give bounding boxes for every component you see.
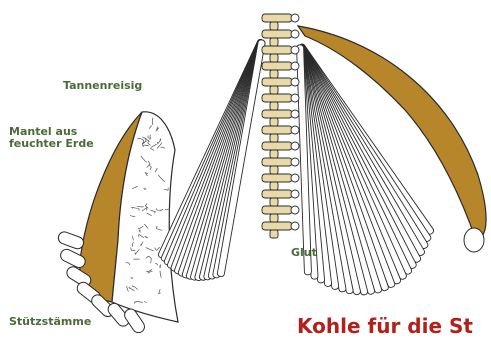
core-log-end-circle — [291, 158, 299, 166]
label-earth-mantle-line2: feuchter Erde — [9, 138, 94, 150]
core-log-end — [270, 166, 278, 174]
label-support-logs: Stützstämme — [9, 316, 91, 328]
core-log-end-circle — [291, 126, 299, 134]
headline: Kohle für die St — [297, 314, 473, 338]
core-log-horizontal — [262, 110, 292, 118]
core-log-horizontal — [262, 94, 292, 102]
core-log-end-circle — [291, 30, 299, 38]
core-log-end-circle — [291, 222, 299, 230]
core-log-horizontal — [262, 222, 292, 230]
core-log-end — [270, 38, 278, 46]
core-log-end-circle — [291, 174, 299, 182]
core-log-end-circle — [291, 14, 299, 22]
core-log-end-circle — [291, 78, 299, 86]
core-log-horizontal — [262, 190, 292, 198]
core-log-horizontal — [262, 14, 292, 22]
core-log-end-circle — [291, 110, 299, 118]
core-log-horizontal — [262, 206, 292, 214]
core-log-horizontal — [262, 158, 292, 166]
label-fir-brushwood: Tannenreisig — [63, 80, 142, 92]
core-log-horizontal — [262, 174, 292, 182]
support-log — [57, 230, 86, 250]
core-log-end — [270, 86, 278, 94]
core-log-end — [270, 198, 278, 206]
core-log-horizontal — [262, 30, 292, 38]
core-log-end-circle — [291, 142, 299, 150]
core-log-end — [270, 182, 278, 190]
core-log-horizontal — [262, 142, 292, 150]
core-log-end-circle — [291, 62, 299, 70]
core-log-end-circle — [291, 94, 299, 102]
core-log-end-circle — [291, 190, 299, 198]
core-log-end — [270, 70, 278, 78]
label-embers: Glut — [291, 247, 317, 259]
core-log-horizontal — [262, 46, 292, 54]
ember-core-shaft — [262, 14, 299, 238]
core-log-end — [270, 118, 278, 126]
core-log-end — [270, 134, 278, 142]
core-log-end-circle — [291, 46, 299, 54]
core-log-end — [270, 214, 278, 222]
support-log-end — [464, 228, 484, 252]
core-log-end — [270, 230, 278, 238]
core-log-end — [270, 22, 278, 30]
core-log-horizontal — [262, 126, 292, 134]
core-log-end-circle — [291, 206, 299, 214]
core-log-horizontal — [262, 78, 292, 86]
core-log-end — [270, 150, 278, 158]
core-log-end — [270, 54, 278, 62]
core-log-end — [270, 102, 278, 110]
label-earth-mantle: Mantel aus feuchter Erde — [9, 126, 94, 150]
core-log-horizontal — [262, 62, 292, 70]
